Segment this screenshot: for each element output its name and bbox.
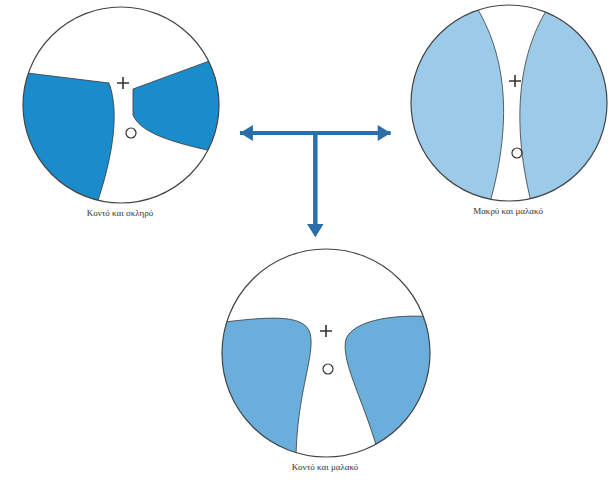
circle-outline — [410, 4, 608, 202]
circle-border — [23, 7, 219, 203]
plus-mark — [509, 75, 521, 87]
circle-content — [221, 249, 431, 458]
circle-outline — [221, 248, 431, 458]
circle-view: Μακρύ και μαλακό — [410, 4, 606, 216]
circle-outline — [22, 6, 220, 204]
blue-region — [133, 53, 220, 155]
arrow-connector — [307, 133, 390, 237]
circle-view: Κοντό και μαλακό — [221, 248, 429, 472]
ring-mark — [512, 148, 522, 158]
blue-region — [410, 4, 504, 202]
circle-content — [410, 4, 608, 202]
circle-content — [22, 7, 220, 204]
circle-border — [411, 5, 607, 201]
caption: Μακρύ και μαλακό — [410, 206, 606, 216]
blue-region — [221, 318, 311, 458]
plus-mark — [320, 325, 332, 337]
circle-border — [222, 249, 430, 457]
arrow-line — [240, 133, 315, 227]
caption: Κοντό και μαλακό — [221, 462, 429, 472]
blob-group — [221, 316, 431, 458]
caption: Κοντό και σκληρό — [22, 208, 218, 218]
ring-mark — [323, 364, 333, 374]
arrow-line — [315, 133, 390, 227]
blob-group — [22, 53, 220, 204]
circle-view: Κοντό και σκληρό — [22, 6, 218, 218]
arrowhead — [307, 224, 323, 237]
blue-region — [22, 71, 114, 204]
arrowhead — [307, 224, 323, 237]
blue-region — [520, 4, 608, 202]
arrow-connector — [240, 133, 323, 237]
blob-group — [410, 4, 608, 202]
ring-mark — [126, 128, 136, 138]
plus-mark — [117, 77, 129, 89]
